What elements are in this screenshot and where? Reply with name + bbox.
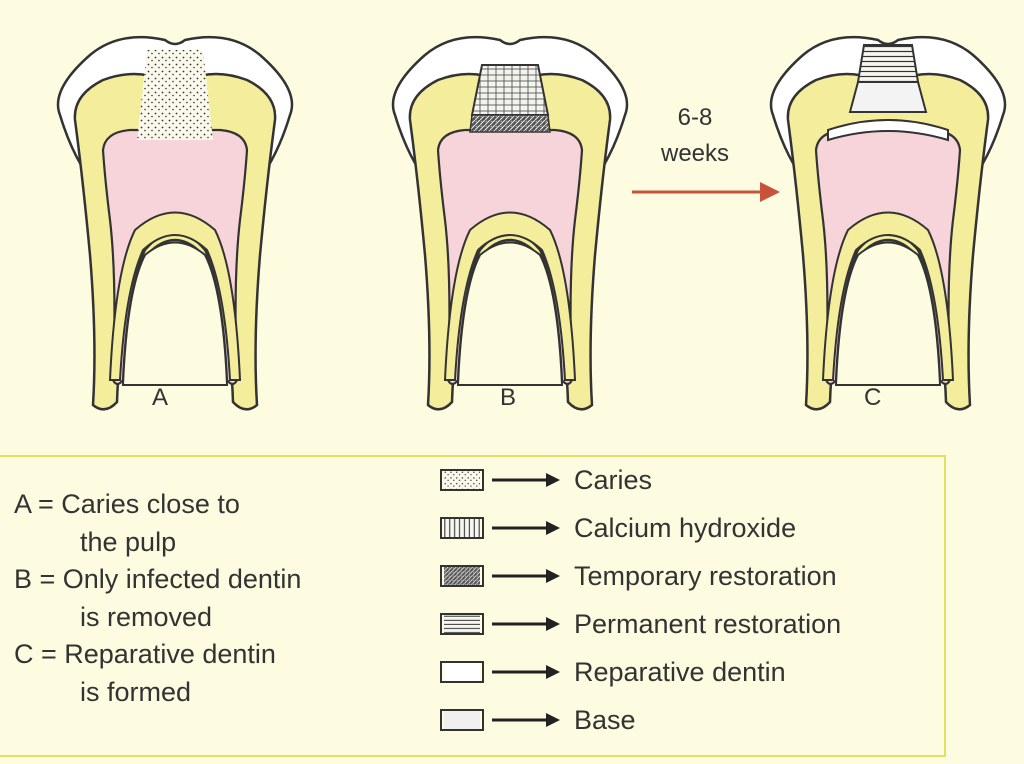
legend-item-caries: Caries (440, 460, 652, 500)
legend-item-permanent-restoration: Permanent restoration (440, 604, 841, 644)
arrow-right-icon (492, 521, 560, 535)
legend-item-base: Base (440, 700, 636, 740)
arrow-right-icon (492, 713, 560, 727)
duration-label: 6-8 weeks (640, 100, 750, 172)
duration-line-1: 6-8 (677, 104, 713, 131)
tooth-a (56, 35, 294, 411)
caption-a-line-1: A = Caries close to (14, 489, 240, 519)
caption-b-line-2: is removed (80, 601, 213, 632)
arrow-right-icon (492, 569, 560, 583)
legend-label-reparative-dentin: Reparative dentin (574, 656, 786, 687)
legend-item-temporary-restoration: Temporary restoration (440, 556, 837, 596)
duration-line-2: weeks (660, 140, 730, 167)
progress-arrow (632, 182, 780, 202)
caries-swatch-icon (440, 469, 484, 491)
tooth-b (391, 35, 629, 411)
legend-label-calcium-hydroxide: Calcium hydroxide (574, 512, 797, 543)
legend-label-caries: Caries (574, 464, 653, 495)
arrow-right-icon (492, 473, 560, 487)
arrow-right-icon (492, 665, 560, 679)
reparative-dentin-swatch-icon (440, 661, 484, 683)
caption-list: A = Caries close to the pulp B = Only in… (14, 486, 301, 711)
tooth-label-c: C (864, 384, 882, 411)
legend-label-temporary-restoration: Temporary restoration (574, 560, 837, 591)
caption-c-line-2: is formed (80, 676, 192, 707)
legend-panel (0, 455, 946, 757)
legend-item-calcium-hydroxide: Calcium hydroxide (440, 508, 796, 548)
temporary-restoration-swatch-icon (440, 565, 484, 587)
legend-label-permanent-restoration: Permanent restoration (574, 608, 842, 639)
permanent-restoration-swatch-icon (440, 613, 484, 635)
legend-label-base: Base (574, 704, 636, 735)
tooth-label-a: A (152, 384, 169, 411)
caption-a-line-2: the pulp (80, 526, 177, 557)
caption-b-line-1: B = Only infected dentin (14, 564, 302, 594)
base-swatch-icon (440, 709, 484, 731)
arrow-right-icon (492, 617, 560, 631)
tooth-c (769, 35, 1007, 411)
legend-item-reparative-dentin: Reparative dentin (440, 652, 786, 692)
calcium-hydroxide-swatch-icon (440, 517, 484, 539)
tooth-label-b: B (500, 384, 517, 411)
caption-c-line-1: C = Reparative dentin (14, 639, 276, 669)
